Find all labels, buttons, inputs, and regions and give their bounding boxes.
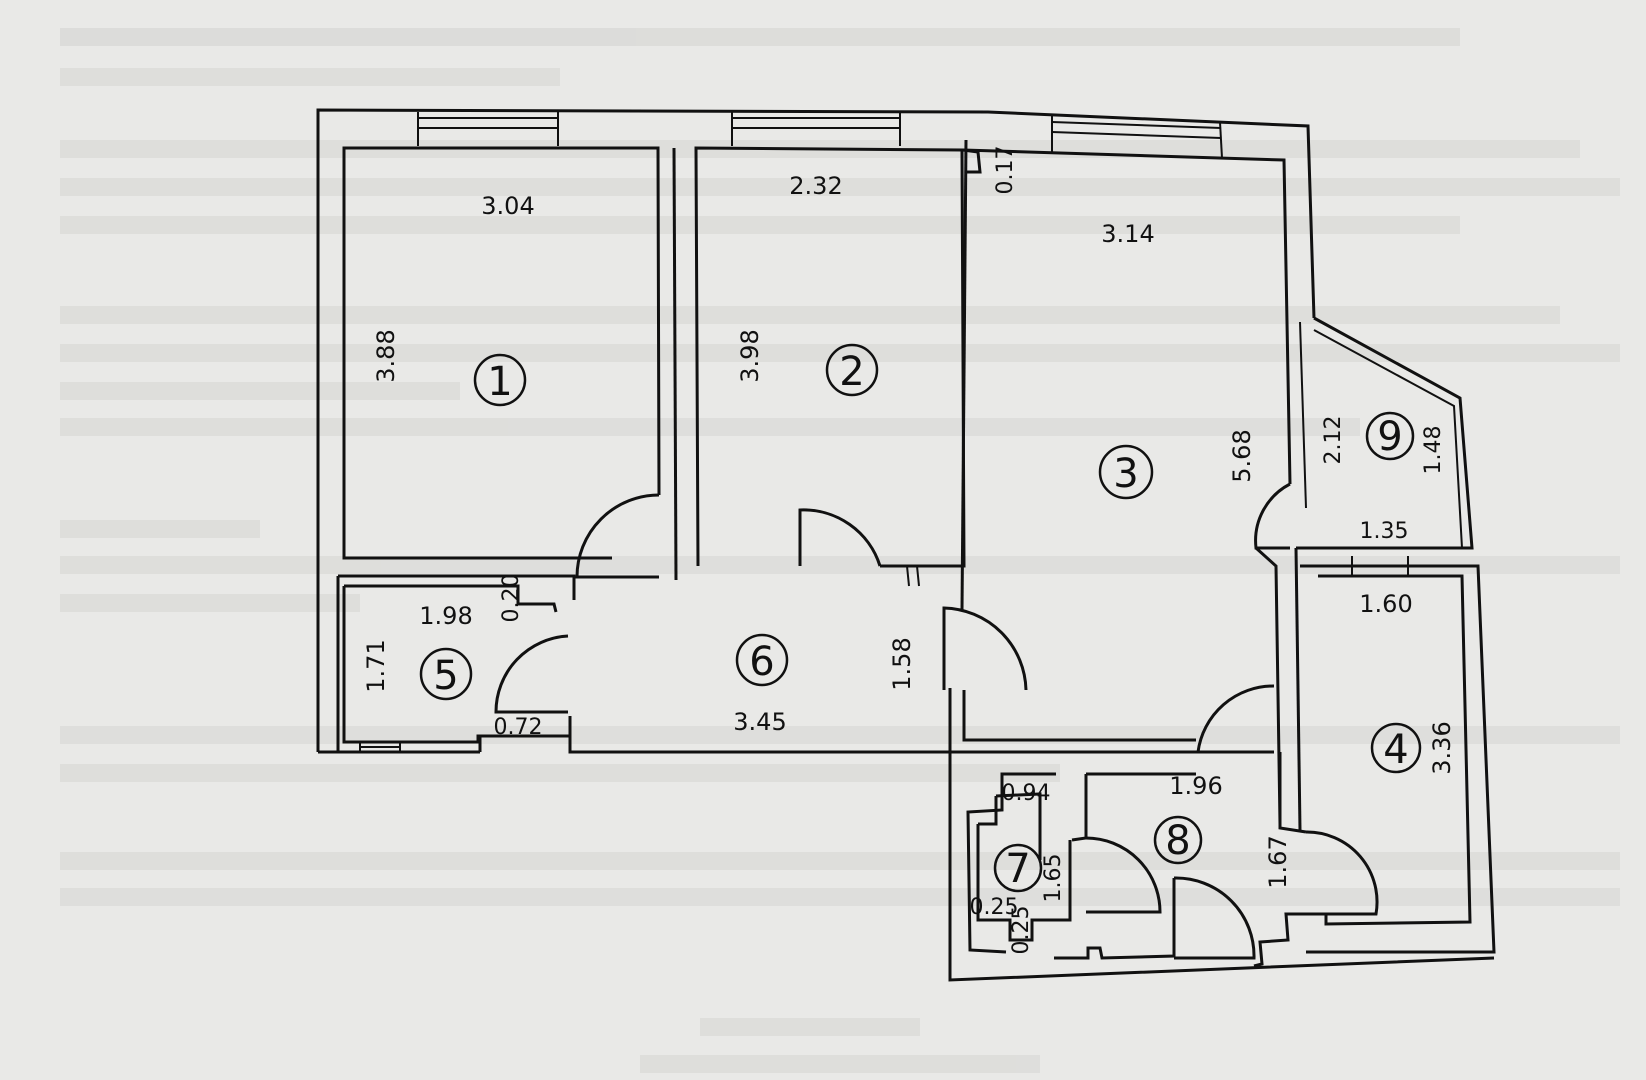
room-4-circle — [1370, 722, 1422, 774]
room-6-circle — [735, 633, 789, 687]
room-5-circle — [419, 647, 473, 701]
room-8-length: 1.67 — [1264, 835, 1292, 888]
doors — [494, 482, 1379, 960]
room-9-circle — [1365, 411, 1415, 461]
room-2-label: 2 — [825, 343, 879, 397]
door-room-3 — [942, 606, 1028, 691]
room-9-width: 1.35 — [1360, 519, 1409, 544]
wall-3-4 — [1294, 547, 1302, 831]
room-3-niche: 0.17 — [993, 146, 1018, 195]
room-1-width: 3.04 — [481, 192, 534, 220]
room-7-width: 0.94 — [1002, 781, 1051, 806]
room-2-length: 3.98 — [736, 329, 764, 382]
room-8-left — [1071, 774, 1088, 842]
room-9-number: 9 — [1377, 414, 1402, 460]
door-room-8 — [1196, 684, 1275, 754]
room-6-number: 6 — [749, 639, 774, 685]
wall-1-2 — [672, 147, 678, 581]
room-8-right-bottom — [1253, 912, 1306, 968]
background-texture — [60, 28, 1620, 1073]
room-5-label: 5 — [419, 647, 473, 701]
room-5-number: 5 — [433, 653, 458, 699]
dimensions: 3.04 3.88 2.32 3.98 3.14 5.68 0.17 1.60 … — [362, 146, 1456, 955]
room-3-number: 3 — [1113, 451, 1138, 497]
room-9-length: 2.12 — [1321, 416, 1346, 465]
hall-6-top — [962, 724, 1196, 742]
room-8-label: 8 — [1153, 815, 1203, 865]
room-8-right — [1278, 752, 1307, 834]
walls — [316, 108, 1496, 982]
room-7-circle — [993, 843, 1043, 893]
room-8-number: 8 — [1165, 818, 1190, 864]
room-4-number: 4 — [1383, 727, 1408, 773]
room-4-width: 1.60 — [1359, 590, 1412, 618]
room-5-walls — [338, 574, 576, 600]
room-1-label: 1 — [473, 353, 527, 407]
room-8-bottom — [1054, 878, 1176, 960]
balcony-wall-inner — [1313, 329, 1463, 549]
room-5-bottom — [342, 586, 570, 744]
room-3-lower-wall — [1254, 546, 1282, 825]
room-2-circle — [825, 343, 879, 397]
room-3-circle — [1098, 444, 1154, 500]
room-3-length: 5.68 — [1228, 429, 1256, 482]
room-4-label: 4 — [1370, 722, 1422, 774]
balcony-wall — [1296, 316, 1474, 550]
window-room-3 — [1051, 116, 1223, 159]
room-2-width: 2.32 — [789, 172, 842, 200]
room-1-number: 1 — [487, 359, 512, 405]
door-room-9 — [1254, 482, 1291, 550]
lower-outer-wall — [948, 752, 1495, 982]
balcony-partition — [1299, 321, 1307, 509]
room-7-length: 1.65 — [1041, 854, 1066, 903]
door-room-7 — [1085, 836, 1162, 914]
door-entrance — [1173, 876, 1256, 960]
room-1-walls — [342, 146, 661, 560]
windows — [359, 112, 1409, 752]
room-3-walls — [962, 148, 1292, 485]
door-room-2 — [798, 508, 882, 567]
room-9-label: 9 — [1365, 411, 1415, 461]
room-3-label: 3 — [1098, 444, 1154, 500]
room-5-length: 1.71 — [362, 639, 390, 692]
room-7-inner — [995, 792, 1042, 860]
room-6-label: 6 — [735, 633, 789, 687]
door-room-1 — [575, 493, 660, 579]
room-6-length: 1.58 — [888, 637, 916, 690]
room-7-walls — [966, 772, 1056, 954]
room-7-inner-b — [978, 796, 998, 826]
window-room-2 — [731, 112, 901, 146]
outer-wall — [316, 108, 1316, 752]
room-5-width: 1.98 — [419, 602, 472, 630]
room-5-inner — [344, 584, 558, 613]
room-7-label: 7 — [993, 843, 1043, 893]
room-1-circle — [473, 353, 527, 407]
door-room-4 — [1305, 830, 1379, 916]
room-7-number: 7 — [1005, 846, 1030, 892]
room-7-bottom — [976, 824, 1072, 942]
window-room-5 — [359, 742, 401, 752]
room-8-width: 1.96 — [1169, 772, 1222, 800]
threshold-mark-2 — [916, 565, 920, 587]
wall-2-3 — [960, 139, 968, 611]
room-7-niche-height: 0.25 — [1009, 906, 1034, 955]
room-7-niche-width: 0.25 — [970, 895, 1019, 920]
room-3-width: 3.14 — [1101, 220, 1154, 248]
room-2-walls — [694, 146, 966, 568]
room-2-number: 2 — [839, 349, 864, 395]
room-5-niche-width: 0.72 — [494, 715, 543, 740]
threshold-mark — [906, 565, 910, 587]
door-room-5 — [494, 634, 569, 714]
room-4-length: 3.36 — [1428, 721, 1456, 774]
window-room-4 — [1351, 556, 1409, 576]
room-6-width: 3.45 — [733, 708, 786, 736]
room-9-side: 1.48 — [1421, 426, 1446, 475]
room-1-length: 3.88 — [372, 329, 400, 382]
room-3-niche — [962, 148, 982, 174]
room-8-circle — [1153, 815, 1203, 865]
window-room-1 — [417, 112, 559, 146]
room-5-niche-height: 0.20 — [499, 574, 524, 623]
